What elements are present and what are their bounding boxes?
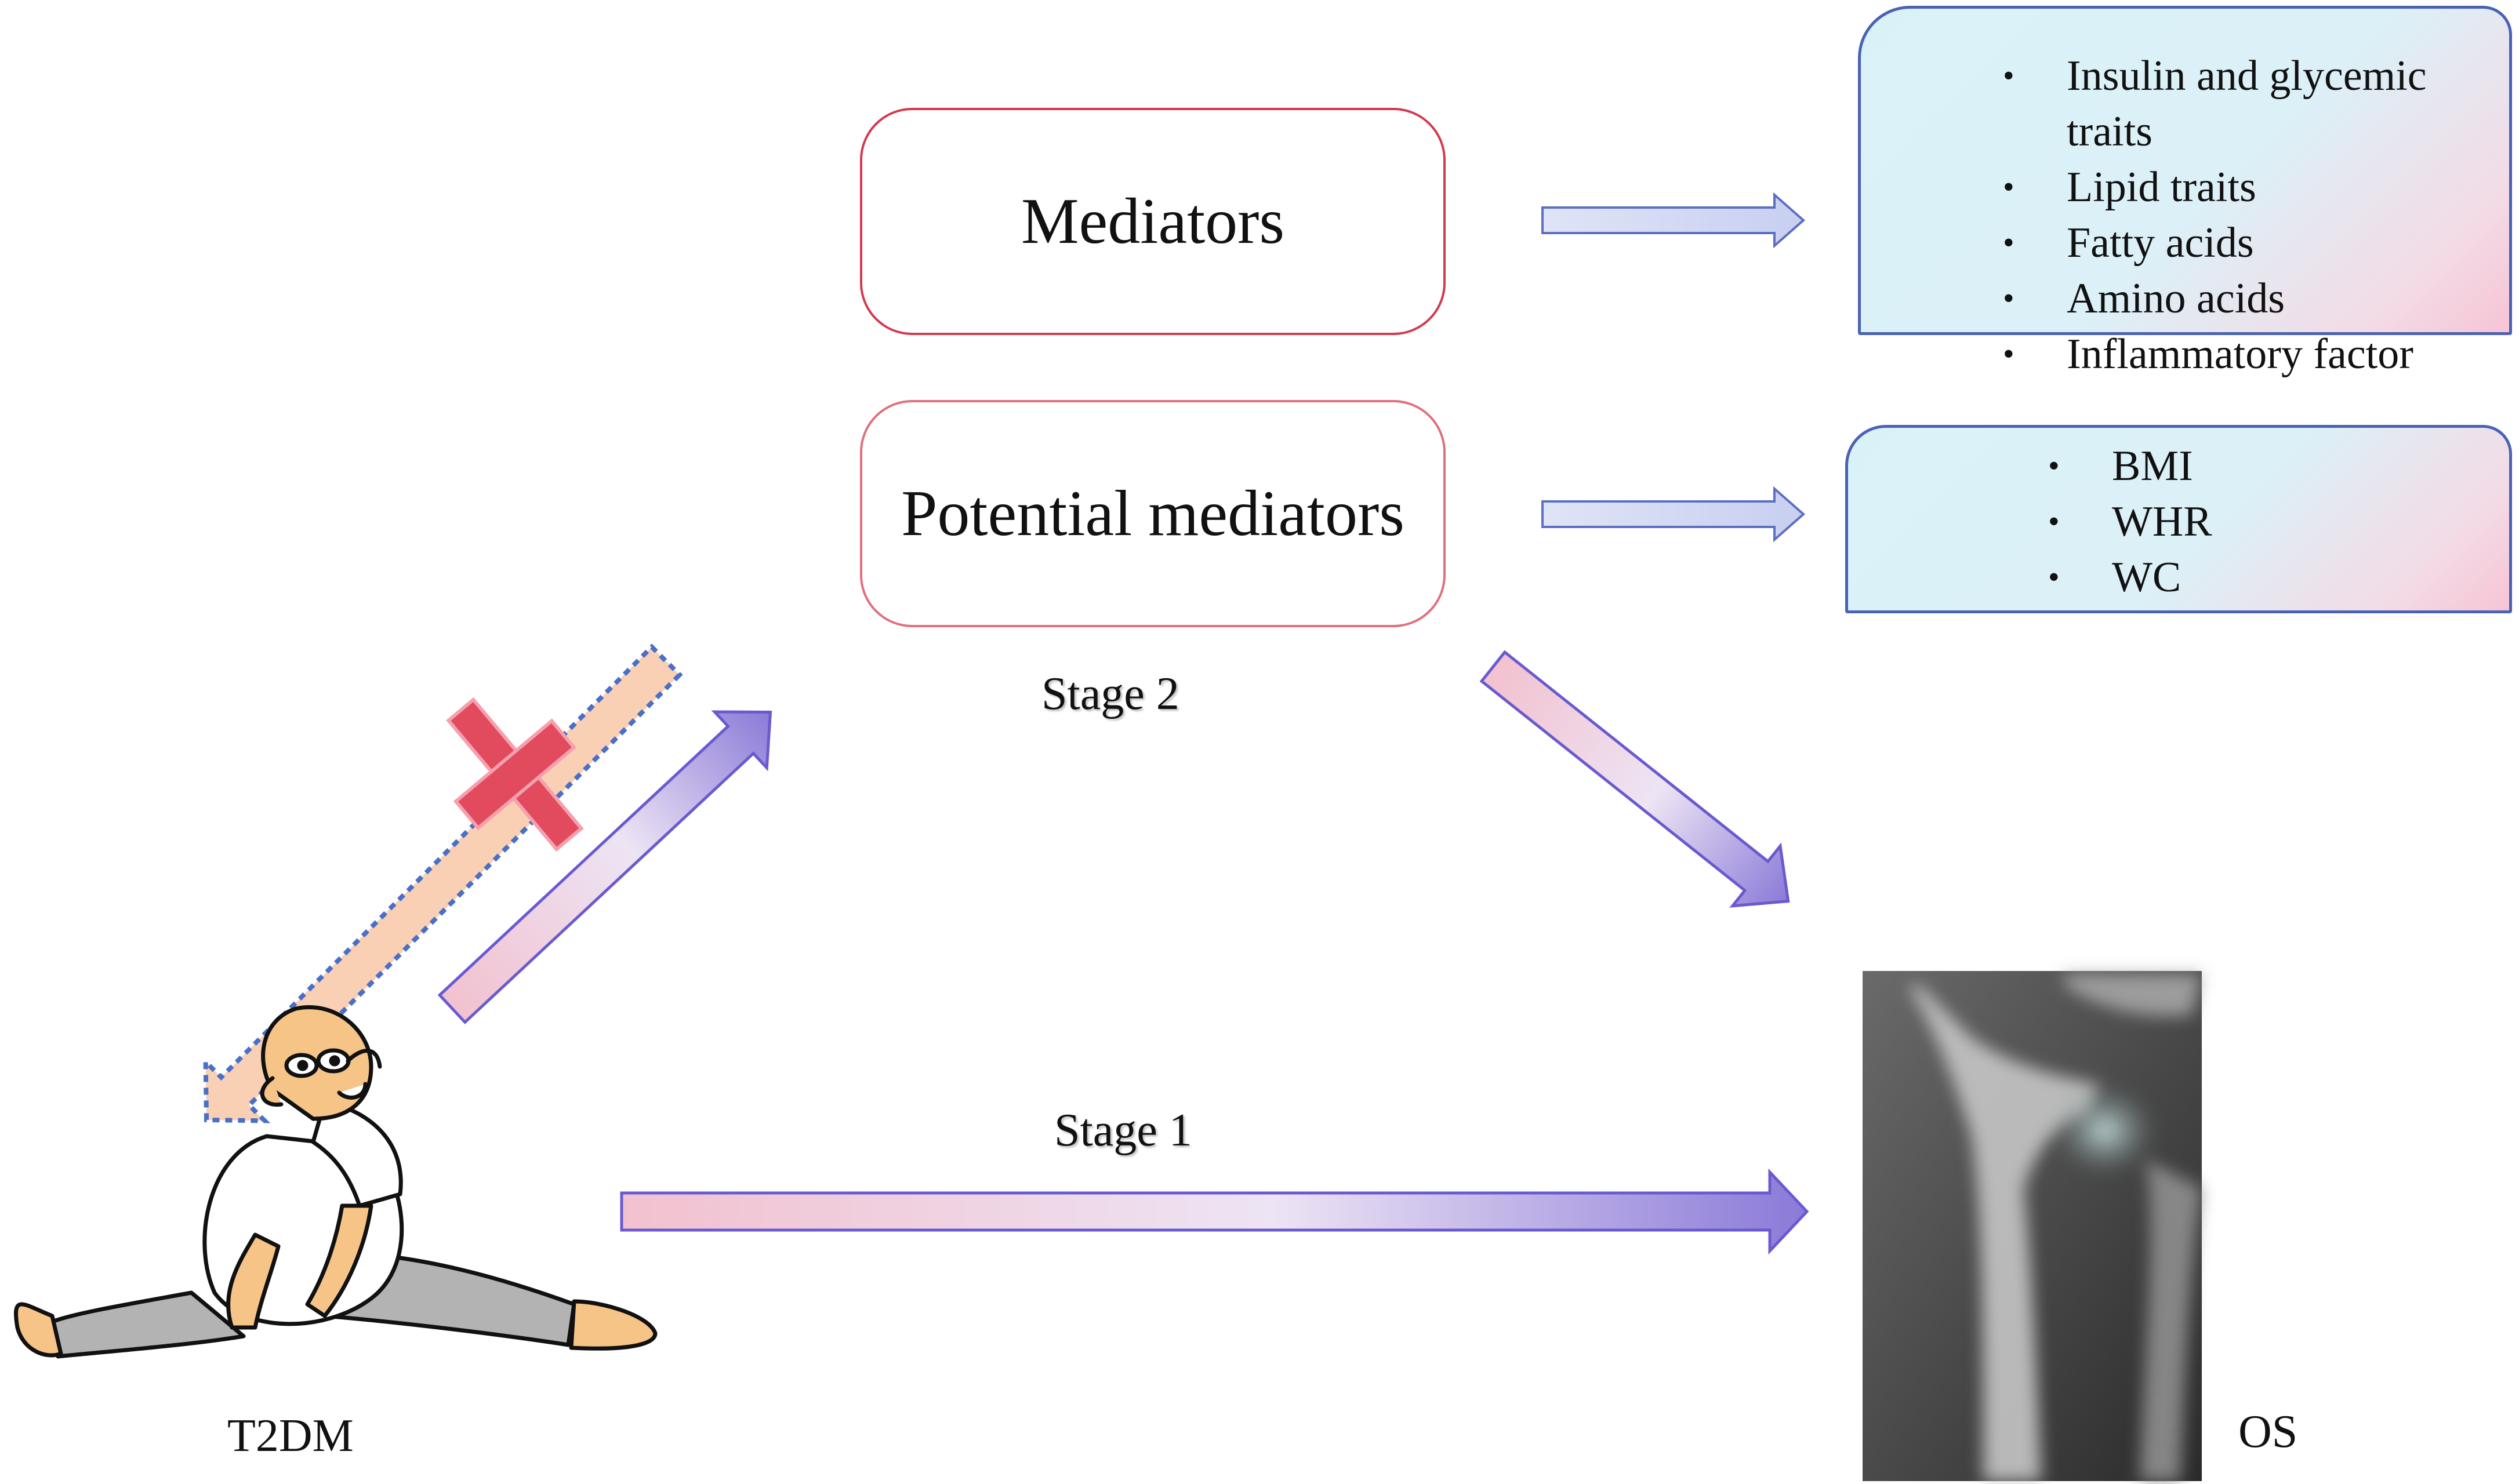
mediator-list: Insulin and glycemic traits Lipid traits… — [2003, 48, 2509, 382]
hip-xray — [1863, 971, 2202, 1481]
stage1-arrow — [620, 1168, 1809, 1255]
overweight-man-stretching-cartoon — [14, 1005, 658, 1359]
potential-mediators-label: Potential mediators — [901, 477, 1404, 550]
stage1-label: Stage 1 — [1054, 1105, 1192, 1156]
potential-mediators-box: Potential mediators — [860, 400, 1446, 627]
reverse-arrow-blocked — [203, 643, 683, 1123]
exposure-label: T2DM — [227, 1410, 354, 1461]
potential-list-box: BMI WHR WC — [1845, 425, 2512, 613]
mediator-list-box: Insulin and glycemic traits Lipid traits… — [1858, 6, 2512, 382]
mediators-label: Mediators — [1021, 185, 1285, 257]
potential-item: WHR — [2048, 494, 2509, 550]
mediator-item: Insulin and glycemic traits — [2003, 48, 2509, 159]
mediators-to-os-arrow — [1479, 650, 1790, 908]
mediators-box: Mediators — [860, 108, 1446, 335]
stage2-label: Stage 2 — [1041, 668, 1179, 719]
mediator-item: Fatty acids — [2003, 215, 2509, 271]
mediator-item: Lipid traits — [2003, 159, 2509, 215]
outcome-label: OS — [2238, 1406, 2298, 1457]
potential-to-list-arrow — [1541, 486, 1806, 543]
mediators-to-list-arrow — [1541, 192, 1806, 249]
potential-list: BMI WHR WC — [2048, 438, 2509, 605]
potential-item: BMI — [2048, 438, 2509, 494]
mediator-item: Inflammatory factor — [2003, 326, 2509, 382]
mediator-item: Amino acids — [2003, 271, 2509, 326]
potential-item: WC — [2048, 550, 2509, 605]
red-cross-icon — [446, 697, 584, 852]
t2dm-to-mediators-arrow — [437, 710, 772, 1024]
